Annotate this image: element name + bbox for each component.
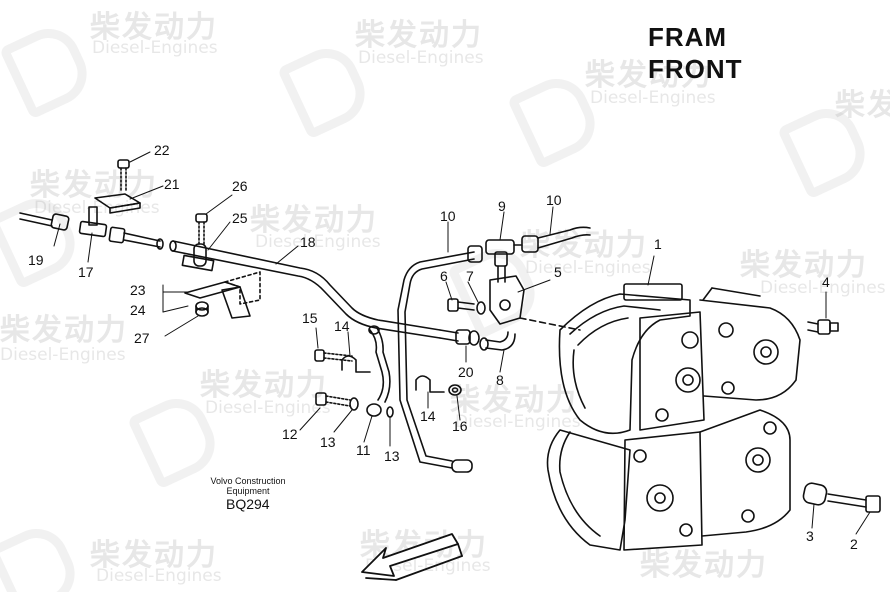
label-part-23: 23	[130, 282, 146, 298]
bolt-15	[314, 349, 353, 362]
label-part-4: 4	[822, 274, 830, 290]
bracket-5	[489, 265, 525, 325]
label-part-24: 24	[130, 302, 146, 318]
washer-16	[448, 384, 462, 396]
clamp-14-upper	[341, 355, 371, 373]
bolt-6	[447, 298, 475, 312]
clamp-25	[181, 243, 215, 272]
bolt-2	[827, 493, 881, 513]
label-part-18: 18	[300, 234, 316, 250]
label-part-1: 1	[654, 236, 662, 252]
clamp-14-lower	[415, 375, 445, 393]
label-part-8: 8	[496, 372, 504, 388]
label-part-14-upper: 14	[334, 318, 350, 334]
washer-7	[476, 301, 486, 315]
label-part-5: 5	[554, 264, 562, 280]
label-part-13-left: 13	[320, 434, 336, 450]
pipe-18	[169, 240, 441, 339]
label-part-27: 27	[134, 330, 150, 346]
label-part-3: 3	[806, 528, 814, 544]
label-part-9: 9	[498, 198, 506, 214]
fitting-19	[19, 212, 70, 231]
fitting-20	[439, 329, 480, 346]
label-part-12: 12	[282, 426, 298, 442]
hose-11	[366, 325, 391, 417]
bracket-23-24	[184, 271, 261, 319]
bleeder-4	[807, 319, 839, 335]
washer-13	[349, 397, 394, 418]
spacer-3	[802, 482, 828, 506]
tee-9	[485, 239, 523, 267]
label-part-15: 15	[302, 310, 318, 326]
leader-lines	[53, 151, 871, 535]
front-arrow-icon	[361, 533, 463, 581]
label-part-17: 17	[78, 264, 94, 280]
label-part-22: 22	[154, 142, 170, 158]
label-part-14-lower: 14	[420, 408, 436, 424]
label-part-26: 26	[232, 178, 248, 194]
pipe-10-left	[397, 245, 483, 473]
label-part-11: 11	[356, 442, 371, 458]
label-part-10-right: 10	[546, 192, 562, 208]
label-part-19: 19	[28, 252, 44, 268]
nut-27	[195, 301, 209, 317]
header-line-1: FRAM	[648, 22, 728, 52]
credit-line-2: Equipment	[226, 486, 270, 496]
header-line-2: FRONT	[648, 54, 743, 84]
label-part-10-left: 10	[440, 208, 456, 224]
bolt-26	[195, 213, 208, 247]
label-part-6: 6	[440, 268, 448, 284]
credit-line-1: Volvo Construction	[210, 476, 286, 486]
bolt-22	[117, 159, 130, 191]
label-part-13-right: 13	[384, 448, 400, 464]
bolt-12	[315, 392, 351, 407]
caliper-1	[546, 283, 801, 551]
drawing-code: BQ294	[226, 496, 270, 512]
label-part-7: 7	[466, 268, 474, 284]
bracket-21	[94, 193, 141, 214]
label-part-21: 21	[164, 176, 180, 192]
label-part-2: 2	[850, 536, 858, 552]
center-line	[519, 317, 581, 331]
label-part-20: 20	[458, 364, 474, 380]
elbow-8	[479, 331, 516, 351]
pipe-10-right	[521, 226, 591, 253]
label-part-25: 25	[232, 210, 248, 226]
label-part-16: 16	[452, 418, 468, 434]
tee-17	[78, 206, 164, 250]
